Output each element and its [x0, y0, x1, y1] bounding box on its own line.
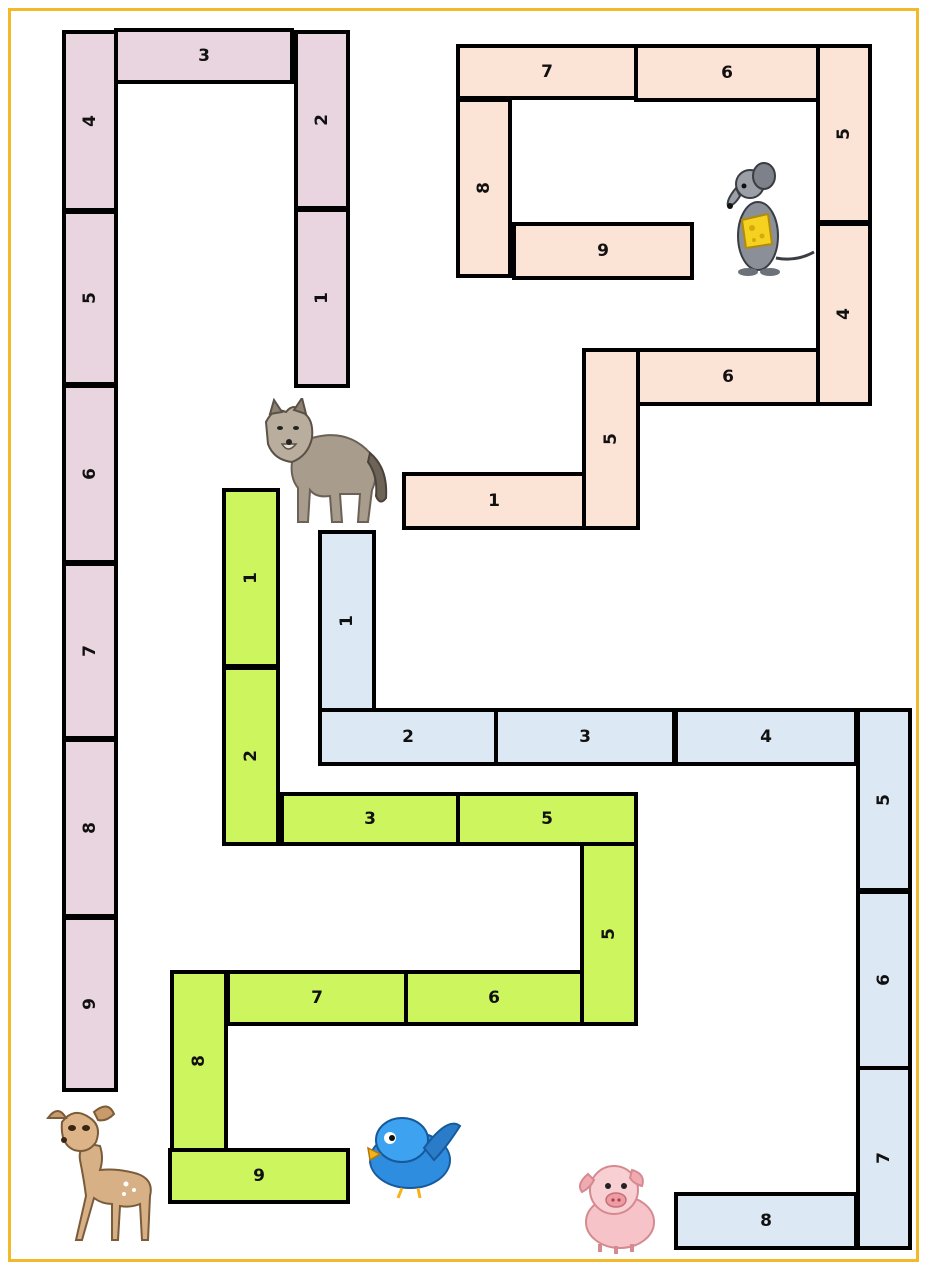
peach-tile-6-top[interactable]: 6: [634, 44, 820, 102]
green-tile-8[interactable]: 8: [170, 970, 228, 1152]
peach-tile-4[interactable]: 4: [816, 222, 872, 406]
pink-tile-2[interactable]: 2: [294, 30, 350, 210]
green-tile-5-horizontal[interactable]: 5: [456, 792, 638, 846]
green-tile-2[interactable]: 2: [222, 666, 280, 846]
peach-tile-5-right[interactable]: 5: [816, 44, 872, 224]
green-tile-3[interactable]: 3: [280, 792, 460, 846]
green-tile-5-vertical[interactable]: 5: [580, 842, 638, 1026]
pink-tile-7[interactable]: 7: [62, 562, 118, 740]
green-tile-6[interactable]: 6: [404, 970, 584, 1026]
blue-tile-2[interactable]: 2: [318, 708, 498, 766]
blue-tile-7[interactable]: 7: [856, 1066, 912, 1250]
pink-tile-6[interactable]: 6: [62, 384, 118, 564]
pig-icon: [568, 1156, 660, 1256]
peach-tile-5-mid[interactable]: 5: [582, 348, 640, 530]
blue-tile-1[interactable]: 1: [318, 530, 376, 712]
pink-tile-5[interactable]: 5: [62, 210, 118, 386]
mouse-with-cheese-icon: [720, 162, 818, 284]
peach-tile-6-mid[interactable]: 6: [636, 348, 820, 406]
wolf-icon: [252, 398, 394, 530]
blue-tile-6[interactable]: 6: [856, 890, 912, 1070]
blue-tile-3[interactable]: 3: [494, 708, 676, 766]
blue-tile-5[interactable]: 5: [856, 708, 912, 892]
peach-tile-1[interactable]: 1: [402, 472, 586, 530]
bird-icon: [362, 1108, 464, 1202]
pink-tile-4[interactable]: 4: [62, 30, 118, 212]
pink-tile-8[interactable]: 8: [62, 738, 118, 918]
peach-tile-8[interactable]: 8: [456, 98, 512, 278]
pink-tile-9[interactable]: 9: [62, 916, 118, 1092]
blue-tile-4[interactable]: 4: [674, 708, 858, 766]
peach-tile-7[interactable]: 7: [456, 44, 638, 100]
peach-tile-9[interactable]: 9: [512, 222, 694, 280]
green-tile-7[interactable]: 7: [226, 970, 408, 1026]
pink-tile-3[interactable]: 3: [114, 28, 294, 84]
deer-icon: [44, 1100, 160, 1246]
blue-tile-8[interactable]: 8: [674, 1192, 858, 1250]
pink-tile-1[interactable]: 1: [294, 208, 350, 388]
green-tile-9[interactable]: 9: [168, 1148, 350, 1204]
